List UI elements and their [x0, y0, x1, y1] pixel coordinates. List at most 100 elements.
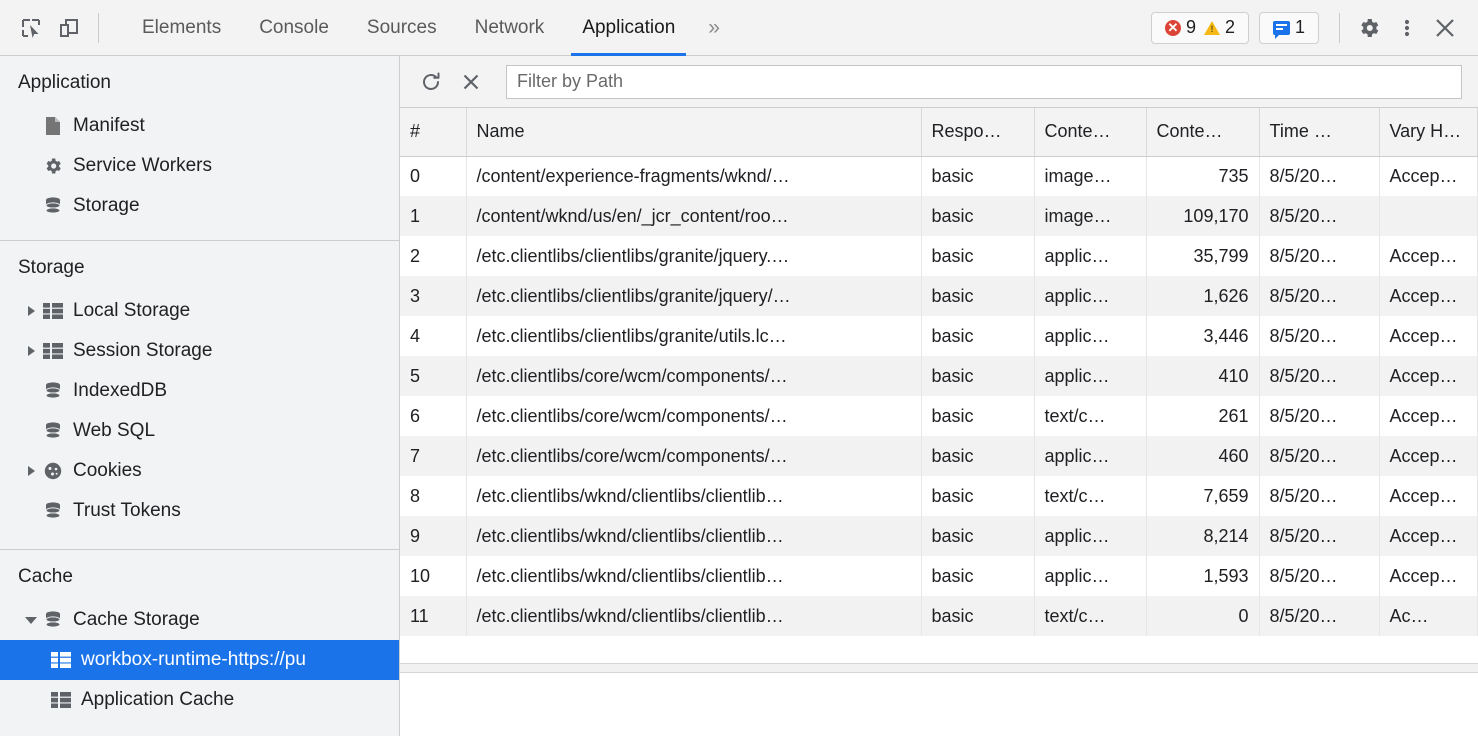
cell-content-length: 3,446 [1146, 316, 1260, 356]
cell-response-type: basic [921, 596, 1035, 636]
more-tabs-icon[interactable]: » [708, 15, 720, 39]
tab-console[interactable]: Console [240, 0, 348, 56]
sidebar-item-service-workers[interactable]: Service Workers [0, 146, 399, 186]
column-header-content-type[interactable]: Conte… [1034, 108, 1147, 157]
issues-counter-group[interactable]: 1 [1258, 11, 1319, 44]
section-title-cache: Cache [18, 566, 73, 587]
database-icon [42, 609, 64, 631]
cell-vary-header: Accep… [1379, 556, 1478, 596]
refresh-icon[interactable] [414, 65, 448, 99]
cell-content-type: text/c… [1034, 396, 1147, 436]
cell-response-type: basic [921, 556, 1035, 596]
chevron-right-icon[interactable] [22, 306, 40, 316]
cell-response-type: basic [921, 236, 1035, 276]
cell-index: 9 [400, 516, 467, 556]
sidebar-item-storage[interactable]: Storage [0, 186, 399, 226]
column-header-name[interactable]: Name [466, 108, 922, 157]
sidebar-item-label: Storage [73, 195, 140, 216]
tab-network[interactable]: Network [456, 0, 564, 56]
cell-response-type: basic [921, 396, 1035, 436]
column-header-vary-header[interactable]: Vary H… [1379, 108, 1478, 157]
cell-content-length: 1,593 [1146, 556, 1260, 596]
table-row[interactable]: 1/content/wknd/us/en/_jcr_content/roo…ba… [400, 196, 1478, 236]
tab-elements[interactable]: Elements [123, 0, 240, 56]
sidebar-item-label: Cookies [73, 460, 142, 481]
sidebar-item-trust-tokens[interactable]: Trust Tokens [0, 491, 399, 531]
cell-name: /etc.clientlibs/core/wcm/components/… [466, 396, 922, 436]
close-icon[interactable] [1426, 9, 1464, 47]
kebab-menu-icon[interactable] [1388, 9, 1426, 47]
chevron-right-icon[interactable] [22, 346, 40, 356]
cell-name: /etc.clientlibs/core/wcm/components/… [466, 436, 922, 476]
tab-sources[interactable]: Sources [348, 0, 456, 56]
gear-icon[interactable] [1350, 9, 1388, 47]
tab-label: Elements [142, 16, 222, 38]
cell-content-length: 261 [1146, 396, 1260, 436]
sidebar-item-session-storage[interactable]: Session Storage [0, 331, 399, 371]
cell-index: 4 [400, 316, 467, 356]
gear-icon [42, 155, 64, 177]
table-row[interactable]: 9/etc.clientlibs/wknd/clientlibs/clientl… [400, 516, 1478, 556]
cell-time-cached: 8/5/20… [1259, 156, 1380, 196]
table-row[interactable]: 4/etc.clientlibs/clientlibs/granite/util… [400, 316, 1478, 356]
cell-index: 8 [400, 476, 467, 516]
table-row[interactable]: 3/etc.clientlibs/clientlibs/granite/jque… [400, 276, 1478, 316]
table-row[interactable]: 10/etc.clientlibs/wknd/clientlibs/client… [400, 556, 1478, 596]
sidebar-item-cache-storage[interactable]: Cache Storage [0, 600, 399, 640]
cell-vary-header [1379, 196, 1478, 236]
sidebar-item-manifest[interactable]: Manifest [0, 106, 399, 146]
devtools-body: Application Manifest Service Workers Sto… [0, 56, 1478, 736]
message-counter[interactable]: 1 [1269, 17, 1309, 39]
error-count: 9 [1185, 17, 1196, 37]
cell-time-cached: 8/5/20… [1259, 556, 1380, 596]
sidebar-item-web-sql[interactable]: Web SQL [0, 411, 399, 451]
table-row[interactable]: 5/etc.clientlibs/core/wcm/components/…ba… [400, 356, 1478, 396]
table-row[interactable]: 7/etc.clientlibs/core/wcm/components/…ba… [400, 436, 1478, 476]
table-header-row: # Name Respo… Conte… Conte… Time … Vary … [400, 108, 1478, 157]
cell-index: 3 [400, 276, 467, 316]
cell-time-cached: 8/5/20… [1259, 196, 1380, 236]
sidebar-item-cookies[interactable]: Cookies [0, 451, 399, 491]
sidebar-item-indexeddb[interactable]: IndexedDB [0, 371, 399, 411]
horizontal-scrollbar[interactable] [400, 663, 1478, 673]
cell-vary-header: Accep… [1379, 396, 1478, 436]
filter-by-path-input[interactable] [506, 64, 1462, 99]
column-header-content-length[interactable]: Conte… [1146, 108, 1260, 157]
error-counter[interactable]: ✕ 9 [1161, 17, 1200, 38]
delete-entry-icon[interactable] [454, 65, 488, 99]
chevron-right-icon[interactable] [22, 466, 40, 476]
chevron-down-icon[interactable] [22, 616, 40, 624]
sidebar-item-local-storage[interactable]: Local Storage [0, 291, 399, 331]
scrollbar-thumb[interactable] [400, 664, 1177, 672]
inspect-element-icon[interactable] [12, 9, 50, 47]
table-row[interactable]: 2/etc.clientlibs/clientlibs/granite/jque… [400, 236, 1478, 276]
cell-content-type: applic… [1034, 316, 1147, 356]
cell-response-type: basic [921, 476, 1035, 516]
issue-counters[interactable]: ✕ 9 2 [1150, 11, 1249, 44]
table-row[interactable]: 8/etc.clientlibs/wknd/clientlibs/clientl… [400, 476, 1478, 516]
sidebar-item-workbox-runtime-cache[interactable]: workbox-runtime-https://pu [0, 640, 399, 680]
sidebar-item-label: Service Workers [73, 155, 213, 176]
cell-time-cached: 8/5/20… [1259, 516, 1380, 556]
tab-application[interactable]: Application [563, 0, 694, 56]
table-row[interactable]: 6/etc.clientlibs/core/wcm/components/…ba… [400, 396, 1478, 436]
column-header-time-cached[interactable]: Time … [1259, 108, 1380, 157]
table-row[interactable]: 11/etc.clientlibs/wknd/clientlibs/client… [400, 596, 1478, 636]
cell-content-length: 735 [1146, 156, 1260, 196]
cell-name: /etc.clientlibs/wknd/clientlibs/clientli… [466, 596, 922, 636]
tab-label: Console [259, 16, 329, 38]
database-icon [42, 195, 64, 217]
warning-counter[interactable]: 2 [1200, 17, 1239, 38]
sidebar-item-application-cache[interactable]: Application Cache [0, 680, 399, 720]
column-header-index[interactable]: # [400, 108, 467, 157]
cell-vary-header: Accep… [1379, 236, 1478, 276]
cache-entries-grid-container: # Name Respo… Conte… Conte… Time … Vary … [400, 108, 1478, 673]
cell-vary-header: Ac… [1379, 596, 1478, 636]
device-toolbar-icon[interactable] [50, 9, 88, 47]
table-row[interactable]: 0/content/experience-fragments/wknd/…bas… [400, 156, 1478, 196]
cell-content-length: 7,659 [1146, 476, 1260, 516]
column-header-response-type[interactable]: Respo… [921, 108, 1035, 157]
cell-vary-header: Accep… [1379, 356, 1478, 396]
cell-vary-header: Accep… [1379, 436, 1478, 476]
toolbar-divider [98, 12, 99, 43]
